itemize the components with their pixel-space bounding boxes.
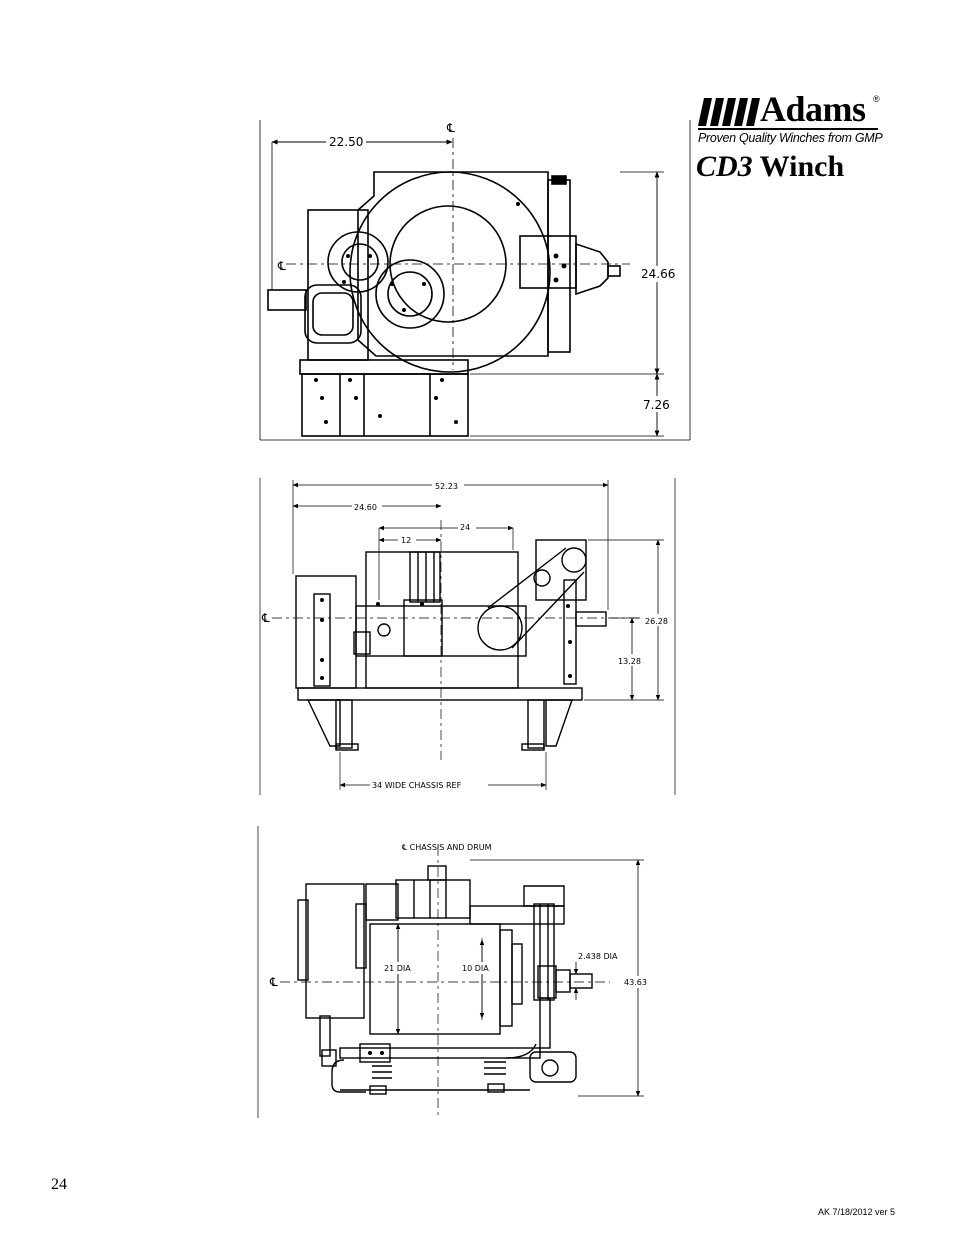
dim-overall-width: 52.23 [435,482,458,491]
dim-base-height: 7.26 [643,398,670,412]
brand-name: Adams [760,89,866,129]
side-view [257,826,644,1118]
dim-shaft-dia: 2.438 DIA [578,952,618,961]
document-reference: AK 7/18/2012 ver 5 [818,1207,896,1217]
base-frame [301,373,469,437]
drum-outline [365,551,519,689]
registered-mark: ® [873,94,880,104]
dim-side-height: 43.63 [624,978,647,987]
chassis-rail [297,687,583,701]
motor-housing [305,883,365,1019]
top-centerline-v: ℄ [446,121,455,135]
logo-divider [698,128,878,130]
dim-drum-outer: 21 DIA [384,964,411,973]
main-gear-circle [349,171,551,373]
dim-12: 12 [401,536,411,545]
front-view [259,478,676,795]
page-number: 24 [51,1176,67,1193]
model-title: CD3 Winch [696,150,844,184]
top-view [259,120,691,441]
front-centerline-h: ℄ [261,611,270,625]
model-suffix: Winch [759,150,845,183]
label-chassis-drum: ℄ CHASSIS AND DRUM [402,843,492,852]
dim-drum-inner: 10 DIA [462,964,489,973]
brand-tagline: Proven Quality Winches from GMP [698,131,883,145]
top-centerline-h: ℄ [277,259,286,273]
adams-logo: Adams ® Proven Quality Winches from GMP … [696,89,886,186]
logo-stripes-icon [698,98,760,126]
dim-left-offset: 24.60 [354,503,377,512]
dim-top-height: 24.66 [641,267,675,281]
dim-24: 24 [460,523,470,532]
model-name: CD3 [696,150,753,183]
dim-offset-label: 22.50 [329,135,363,149]
drum-side [369,923,501,1035]
dim-front-height: 26.28 [645,617,668,626]
side-centerline-h: ℄ [269,975,278,989]
dim-chassis-width: 34 WIDE CHASSIS REF [372,781,462,790]
dim-center-height: 13.28 [618,657,641,666]
